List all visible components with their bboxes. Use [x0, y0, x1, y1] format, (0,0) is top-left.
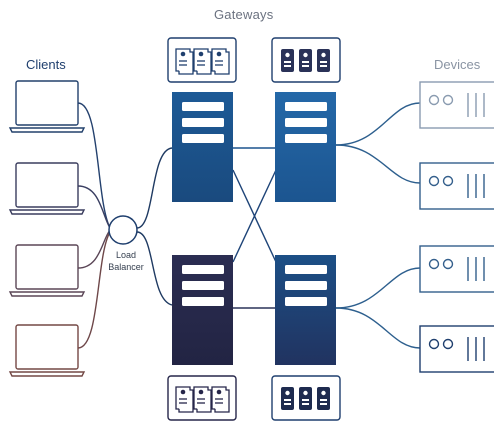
device-link [335, 267, 421, 309]
gateway-mesh [232, 147, 277, 309]
gateway-server-bottom-right [275, 255, 336, 365]
client-link [77, 229, 111, 269]
server-cluster-icon [271, 37, 341, 83]
client-connections [77, 102, 111, 349]
clients-label: Clients [26, 57, 66, 72]
mesh-link [232, 169, 277, 263]
gateway-server-top-right [275, 92, 336, 202]
device-link [335, 307, 421, 349]
device-connections [335, 102, 421, 349]
server-cluster-icon [271, 375, 341, 421]
database-stack-icon [167, 37, 237, 83]
device-unit [419, 325, 494, 373]
load-balancer-node [108, 215, 138, 245]
client-laptop [8, 324, 86, 377]
load-balancer-label: Load Balancer [108, 250, 144, 272]
lb-link [136, 147, 173, 229]
client-laptop [8, 162, 86, 215]
gateways-label: Gateways [214, 7, 274, 22]
database-stack-icon [167, 375, 237, 421]
client-link [77, 231, 111, 349]
devices-label: Devices [434, 57, 481, 72]
gateway-server-bottom-left [172, 255, 233, 365]
client-link [77, 185, 111, 229]
lb-link [136, 231, 173, 306]
client-laptop [8, 244, 86, 297]
gateway-server-top-left [172, 92, 233, 202]
client-laptop [8, 80, 86, 133]
device-link [335, 144, 421, 184]
lb-connections [136, 147, 173, 306]
device-unit [419, 162, 494, 210]
device-unit [419, 245, 494, 293]
device-unit [419, 81, 494, 129]
client-link [77, 102, 111, 229]
device-link [335, 102, 421, 146]
